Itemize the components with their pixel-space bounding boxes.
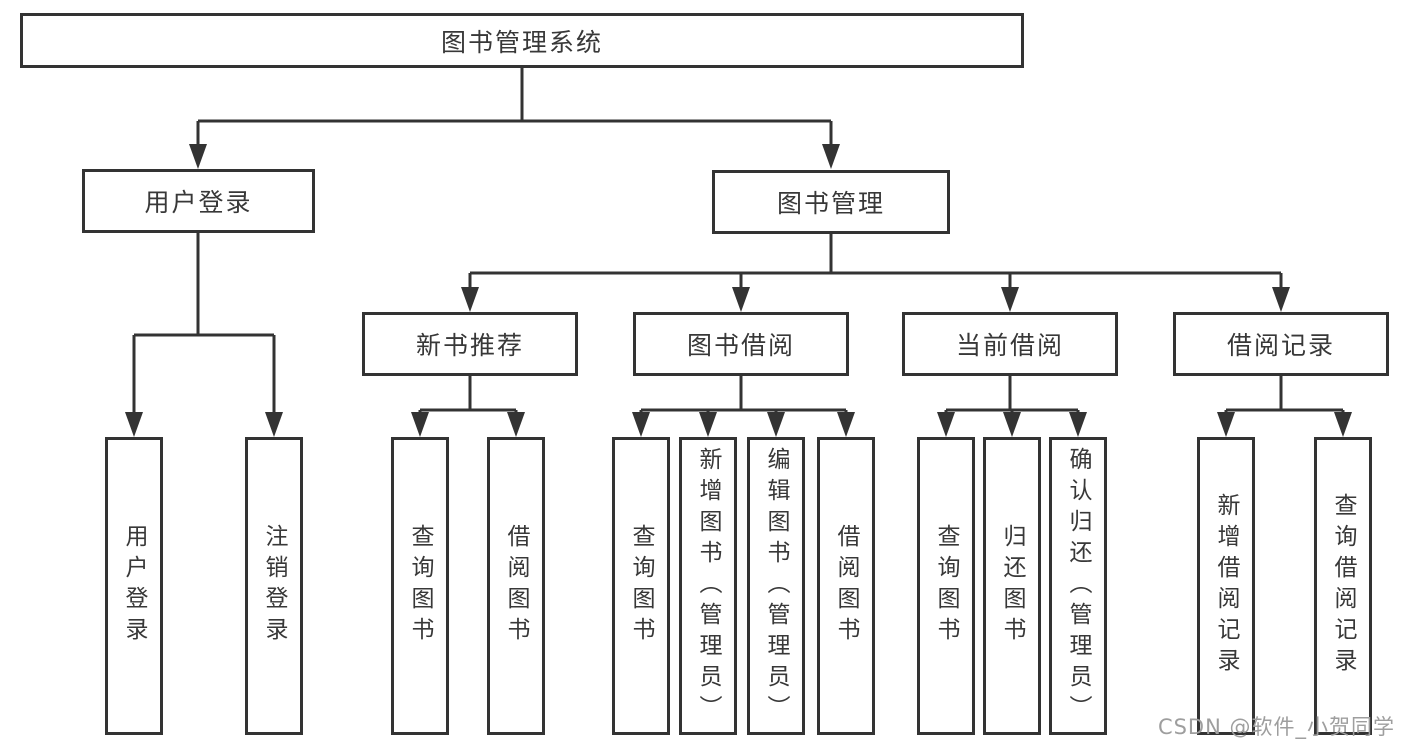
leaf-borrow-books-2-label: 借阅图书 [833, 524, 859, 648]
leaf-user-login-label: 用户登录 [121, 524, 147, 648]
leaf-query-books-3-label: 查询图书 [933, 524, 959, 648]
node-borrow-records-label: 借阅记录 [1226, 331, 1335, 360]
leaf-query-books-3: 查询图书 [917, 437, 975, 735]
leaf-return-books-label: 归还图书 [999, 524, 1025, 648]
leaf-borrow-books-1: 借阅图书 [487, 437, 545, 735]
leaf-add-books-admin-label: 新增图书（管理员） [695, 446, 721, 726]
node-new-book-recommend: 新书推荐 [362, 312, 578, 376]
leaf-add-borrow-record-label: 新增借阅记录 [1213, 493, 1239, 679]
leaf-logout-label: 注销登录 [261, 524, 287, 648]
node-new-book-recommend-label: 新书推荐 [415, 331, 524, 360]
leaf-query-books-2: 查询图书 [612, 437, 670, 735]
leaf-query-books-1: 查询图书 [391, 437, 449, 735]
node-root: 图书管理系统 [20, 13, 1024, 68]
leaf-query-books-2-label: 查询图书 [628, 524, 654, 648]
node-user-login-label: 用户登录 [144, 188, 253, 217]
node-book-management-label: 图书管理 [776, 189, 885, 218]
node-borrow-records: 借阅记录 [1173, 312, 1389, 376]
node-user-login: 用户登录 [82, 169, 315, 233]
leaf-borrow-books-2: 借阅图书 [817, 437, 875, 735]
node-book-borrow-label: 图书借阅 [686, 331, 795, 360]
leaf-borrow-books-1-label: 借阅图书 [503, 524, 529, 648]
watermark: CSDN @软件_小贺同学 [1157, 715, 1395, 739]
leaf-logout: 注销登录 [245, 437, 303, 735]
node-current-borrow: 当前借阅 [902, 312, 1118, 376]
leaf-query-borrow-record-label: 查询借阅记录 [1330, 493, 1356, 679]
leaf-edit-books-admin-label: 编辑图书（管理员） [763, 446, 789, 726]
leaf-add-books-admin: 新增图书（管理员） [679, 437, 737, 735]
node-book-borrow: 图书借阅 [633, 312, 849, 376]
leaf-confirm-return-admin-label: 确认归还（管理员） [1065, 446, 1091, 726]
leaf-query-borrow-record: 查询借阅记录 [1314, 437, 1372, 735]
node-book-management: 图书管理 [712, 170, 950, 234]
leaf-user-login: 用户登录 [105, 437, 163, 735]
leaf-edit-books-admin: 编辑图书（管理员） [747, 437, 805, 735]
leaf-add-borrow-record: 新增借阅记录 [1197, 437, 1255, 735]
leaf-confirm-return-admin: 确认归还（管理员） [1049, 437, 1107, 735]
node-root-label: 图书管理系统 [440, 27, 603, 57]
node-current-borrow-label: 当前借阅 [955, 331, 1064, 360]
leaf-query-books-1-label: 查询图书 [407, 524, 433, 648]
leaf-return-books: 归还图书 [983, 437, 1041, 735]
